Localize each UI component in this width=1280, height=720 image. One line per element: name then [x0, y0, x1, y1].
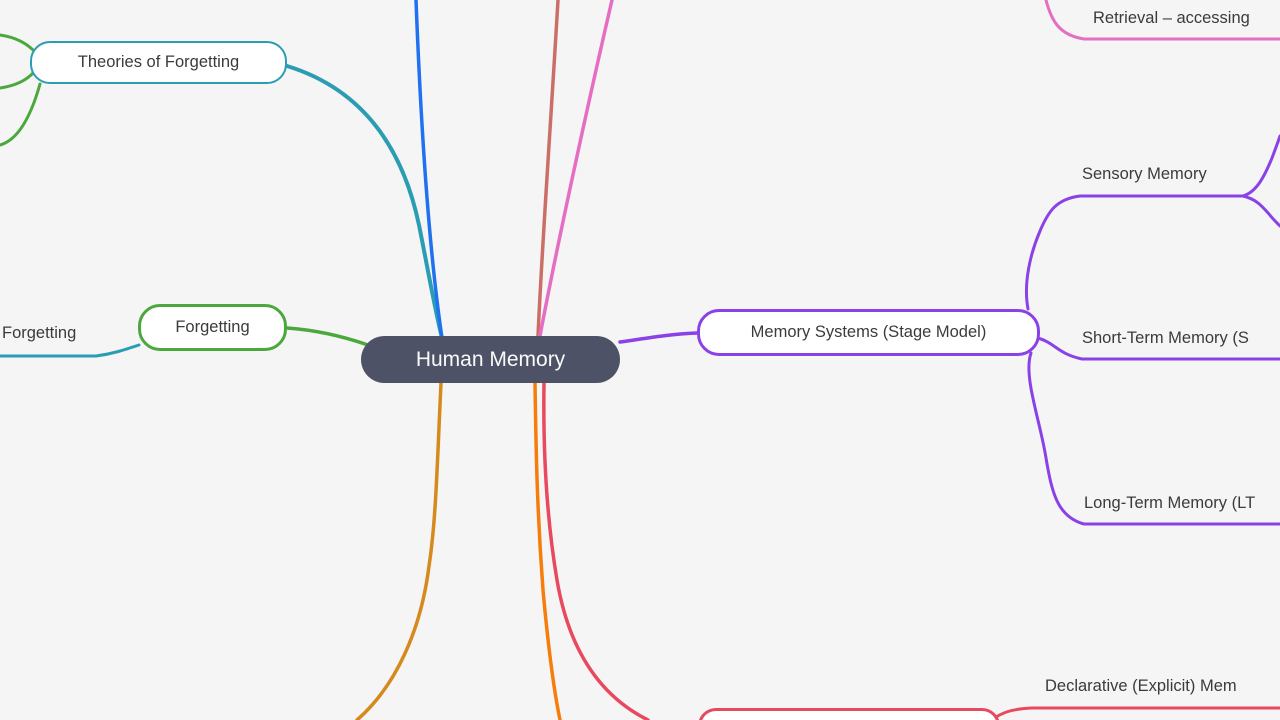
link-forgetting-far-left [0, 343, 141, 358]
node-human-memory[interactable]: Human Memory [361, 336, 620, 383]
link-green-fan-2 [0, 70, 36, 90]
link-green-fan-3 [0, 82, 42, 147]
node-forgetting[interactable]: Forgetting [138, 304, 287, 351]
node-short-term-memory[interactable]: Short-Term Memory (S [1082, 329, 1249, 347]
link-pink-branch [538, 0, 614, 338]
link-theories-to-center [285, 64, 444, 340]
node-forgetting-far-left[interactable]: Forgetting [2, 324, 77, 342]
node-declarative-memory[interactable]: Declarative (Explicit) Mem [1045, 677, 1237, 695]
node-memory-systems[interactable]: Memory Systems (Stage Model) [697, 309, 1040, 356]
link-salmon-branch [536, 0, 560, 338]
link-dark-orange-branch [355, 381, 443, 720]
link-short-term-underline [1036, 336, 1280, 361]
node-retrieval[interactable]: Retrieval – accessing [1093, 9, 1250, 27]
node-label: Forgetting [175, 318, 250, 336]
link-center-to-memory-systems [618, 331, 699, 344]
link-sensory-child-up [1241, 134, 1280, 198]
node-sensory-memory[interactable]: Sensory Memory [1082, 165, 1207, 183]
link-bright-orange-branch [533, 381, 562, 720]
node-label: Theories of Forgetting [77, 53, 240, 71]
node-bottom-red-clipped[interactable] [698, 708, 1000, 720]
link-sensory-underline [1024, 194, 1245, 311]
node-label: Human Memory [415, 347, 566, 371]
link-green-fan-1 [0, 33, 38, 55]
link-retrieval-underline [1044, 0, 1280, 41]
link-crimson-branch [542, 381, 650, 720]
link-long-term-underline [1027, 351, 1280, 526]
link-blue-branch [414, 0, 444, 340]
link-declarative-underline [991, 706, 1280, 720]
node-label: Memory Systems (Stage Model) [750, 323, 987, 341]
node-theories-of-forgetting[interactable]: Theories of Forgetting [30, 41, 287, 84]
link-forgetting-to-center [285, 326, 370, 347]
link-sensory-child-down [1241, 194, 1280, 228]
node-long-term-memory[interactable]: Long-Term Memory (LT [1084, 494, 1256, 512]
